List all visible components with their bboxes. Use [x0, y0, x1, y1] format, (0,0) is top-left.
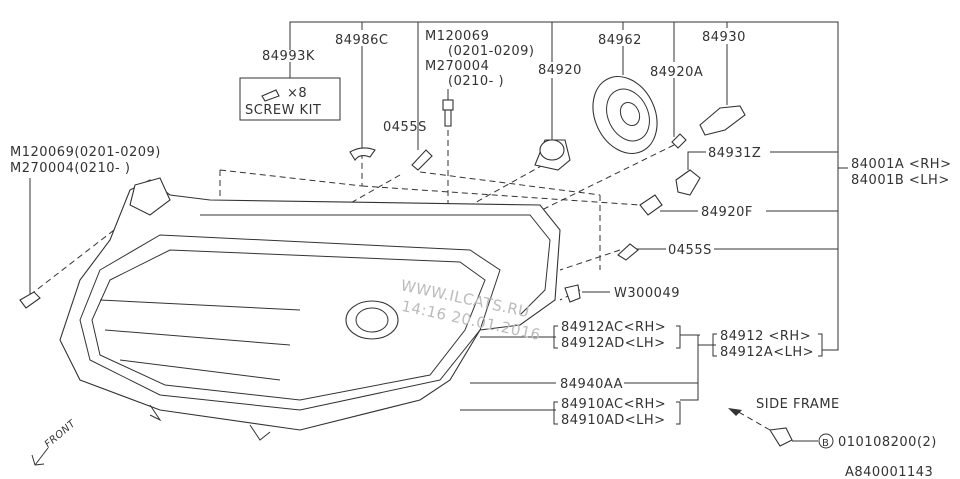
label-m120069-top-range: (0201-0209): [448, 44, 535, 59]
label-w300049: W300049: [614, 286, 680, 301]
label-84920f: 84920F: [701, 205, 753, 220]
label-84912ac: 84912AC<RH>: [561, 320, 666, 335]
screw-0455s-right: [617, 243, 639, 261]
front-arrow-icon: [31, 447, 49, 466]
label-side-frame: SIDE FRAME: [756, 397, 840, 412]
nut-w300049: [564, 284, 581, 303]
label-m120069-left: M120069(0201-0209): [10, 145, 161, 160]
label-84920: 84920: [538, 63, 582, 78]
label-84931z: 84931Z: [708, 146, 761, 161]
part-labels: 84993K ×8 SCREW KIT 84986C M120069 (0201…: [10, 29, 951, 479]
socket-cover-84962: [592, 76, 658, 154]
socket-84930: [699, 105, 746, 136]
label-screw-kit: SCREW KIT: [245, 103, 321, 118]
arrow-icon: [728, 408, 742, 416]
label-bolt-marker: B: [822, 438, 829, 449]
label-84962: 84962: [598, 33, 642, 48]
label-screw-kit-qty: ×8: [287, 86, 307, 101]
screw-kit-box: [239, 77, 341, 121]
label-m270004-top-range: (0210- ): [448, 74, 504, 89]
bulb-84920a: [671, 133, 687, 149]
label-84001b: 84001B <LH>: [851, 173, 950, 188]
label-84910ad: 84910AD<LH>: [561, 413, 666, 428]
diagram-id: A840001143: [845, 465, 933, 479]
bulb-84920: [534, 139, 571, 171]
clip-84986c: [349, 147, 376, 161]
label-m270004-top: M270004: [425, 59, 489, 74]
leader-lines: [29, 21, 848, 442]
bulb-84920f: [639, 194, 663, 216]
brackets: [553, 325, 823, 425]
screw-0455s-top: [411, 149, 433, 171]
label-84993k: 84993K: [262, 49, 315, 64]
marker-circle: [818, 433, 834, 449]
small-parts: [19, 76, 834, 466]
label-0455s-top: 0455S: [383, 120, 427, 135]
headlamp-assembly: [59, 177, 561, 441]
bolt-left: [19, 291, 41, 309]
label-0455s-right: 0455S: [668, 243, 712, 258]
label-84912a: 84912A<LH>: [720, 345, 814, 360]
label-front: FRONT: [43, 418, 78, 450]
label-84930: 84930: [702, 30, 746, 45]
label-84940aa: 84940AA: [560, 377, 623, 392]
label-84001a: 84001A <RH>: [851, 157, 951, 172]
label-84912ad: 84912AD<LH>: [561, 336, 666, 351]
label-m270004-left: M270004(0210- ): [10, 161, 130, 176]
side-frame-bolt: [769, 427, 793, 447]
socket-84931z: [675, 169, 701, 196]
bolt-top: [442, 99, 454, 127]
label-84912: 84912 <RH>: [720, 329, 811, 344]
label-010108200: 010108200(2): [838, 435, 937, 450]
label-84920a: 84920A: [650, 65, 703, 80]
screw-icon: [261, 89, 280, 102]
label-m120069-top: M120069: [425, 29, 489, 44]
label-84986c: 84986C: [335, 33, 388, 48]
label-84910ac: 84910AC<RH>: [561, 397, 666, 412]
